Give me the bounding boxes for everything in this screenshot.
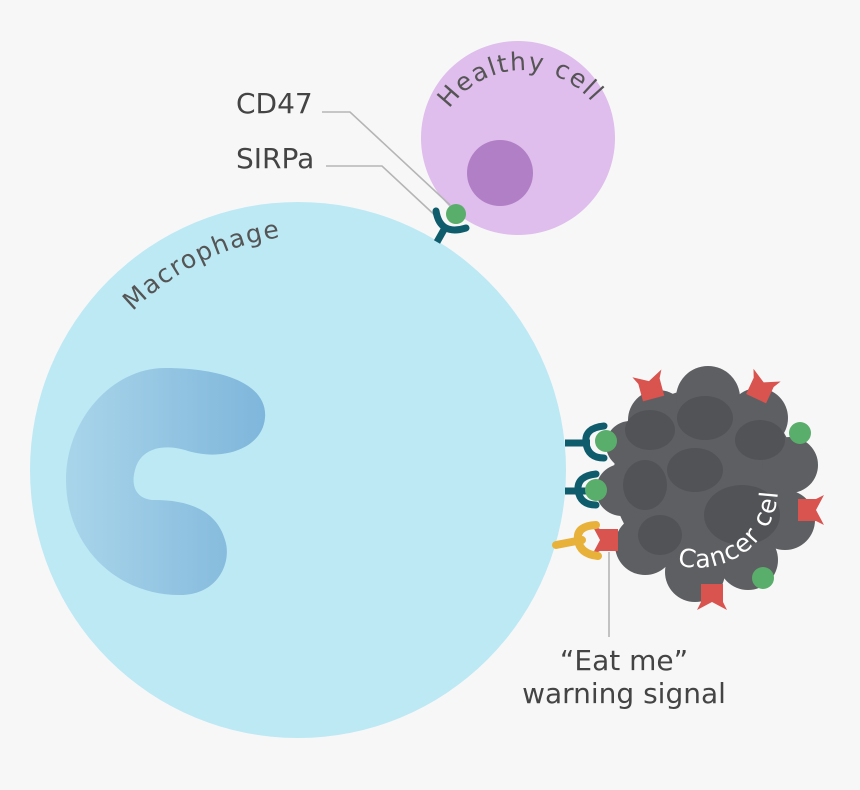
healthy-cell-nucleus <box>467 140 533 206</box>
sirpa-leader-line <box>326 165 441 221</box>
sirpa-cd47-pair-2 <box>565 470 607 509</box>
sirpa-label: SIRPa <box>236 142 314 175</box>
macrophage-nucleus <box>66 368 266 595</box>
cancer-cell-texture <box>623 396 785 555</box>
cd47-icon <box>446 204 466 224</box>
cd47-leader-line <box>322 111 451 206</box>
eat-me-signal-icons <box>592 368 824 610</box>
cancer-cd47-icons <box>752 422 811 589</box>
eat-me-receptor-icon <box>552 521 602 560</box>
eat-me-label-line2: warning signal <box>522 677 726 710</box>
macrophage-cell <box>30 202 566 738</box>
cd47-label: CD47 <box>236 87 313 120</box>
eat-me-label-line1: “Eat me” <box>560 644 688 677</box>
healthy-cell <box>421 41 615 235</box>
sirpa-cd47-pair-1 <box>565 422 617 462</box>
sirpa-icon <box>432 207 470 234</box>
